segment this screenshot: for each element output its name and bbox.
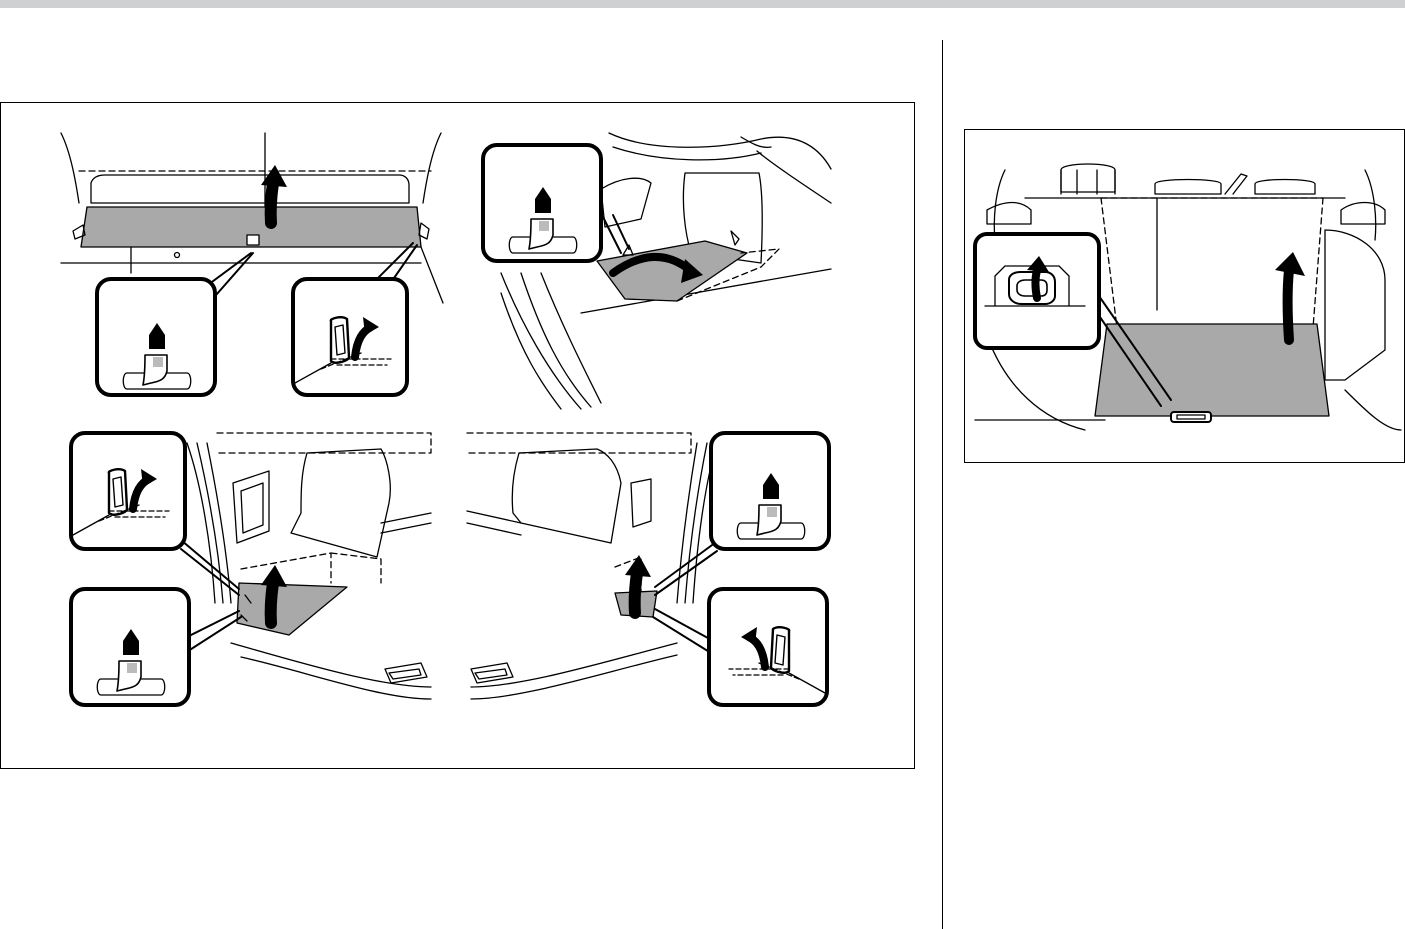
top-header-band	[0, 0, 1405, 8]
right-ring-callout-box	[709, 589, 827, 705]
floor-mat-removal-figure	[0, 102, 915, 769]
rear-tray-panel	[61, 133, 443, 395]
cargo-floor-panel	[1095, 324, 1329, 416]
left-corner-mat	[237, 583, 347, 635]
column-divider	[942, 40, 943, 929]
ring-callout-box	[293, 279, 407, 395]
left-ring-callout-box	[71, 433, 185, 549]
right-corner-panel	[467, 433, 829, 705]
cargo-floor-lift-figure	[964, 129, 1405, 463]
side-floor-panel	[483, 133, 831, 409]
left-corner-panel	[71, 433, 431, 705]
